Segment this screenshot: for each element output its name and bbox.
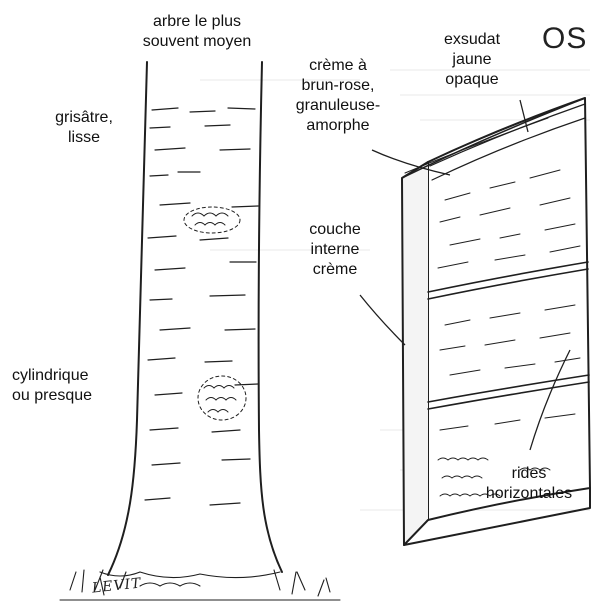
label-bark-surface-text: grisâtre, lisse (55, 109, 113, 146)
label-inner-layer: couche interne crème (290, 220, 380, 280)
label-tree-size: arbre le plus souvent moyen (112, 12, 282, 52)
label-exudate-text: exsudat jaune opaque (444, 31, 500, 88)
label-inner-layer-text: couche interne crème (309, 221, 361, 278)
label-trunk-shape-text: cylindrique ou presque (12, 367, 92, 404)
label-exudate: exsudat jaune opaque (420, 30, 524, 90)
label-bark-inner: crème à brun-rose, granuleuse- amorphe (283, 56, 393, 136)
leader-inner-layer (360, 295, 405, 345)
label-ridges-text: rides horizontales (486, 465, 572, 502)
label-tree-size-text: arbre le plus souvent moyen (143, 13, 252, 50)
label-bark-inner-text: crème à brun-rose, granuleuse- amorphe (296, 57, 381, 134)
label-trunk-shape: cylindrique ou presque (12, 366, 132, 406)
header-code: OS (542, 22, 587, 56)
label-ridges: rides horizontales (470, 464, 588, 504)
label-bark-surface: grisâtre, lisse (34, 108, 134, 148)
